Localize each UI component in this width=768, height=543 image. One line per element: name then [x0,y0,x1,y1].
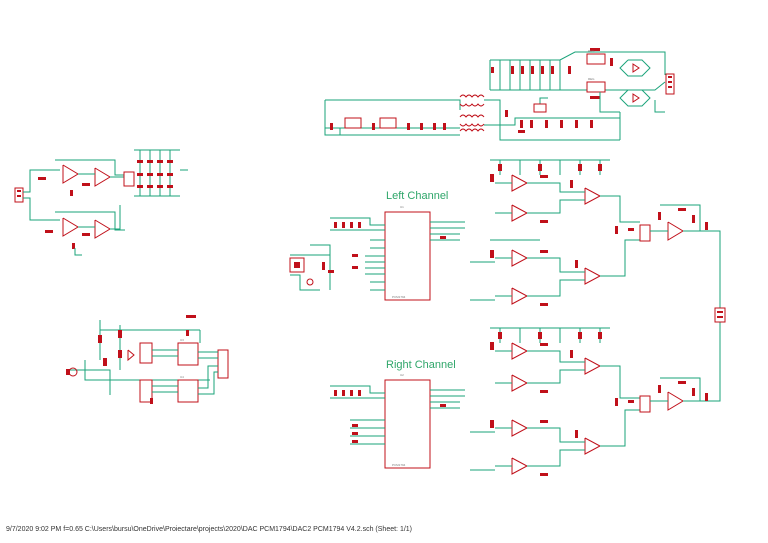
svg-text:U4: U4 [180,375,184,379]
svg-text:REG: REG [588,49,595,53]
left-analog-stage [470,159,721,310]
dac-left-block: U1 PCM1794 [289,205,465,301]
status-footer: 9/7/2020 9:02 PM f=0.65 C:\Users\bursu\O… [6,526,413,533]
svg-text:REG: REG [588,77,595,81]
svg-text:U2: U2 [400,373,404,377]
svg-text:PCM1794: PCM1794 [392,295,406,299]
right-analog-stage [470,307,726,476]
input-logic-block: U3 U4 [66,315,229,404]
svg-text:PCM1794: PCM1794 [392,463,406,467]
svg-text:U3: U3 [180,338,184,342]
dac-right-block: U2 PCM1794 [330,373,465,469]
right-channel-label: Right Channel [386,359,456,371]
power-supply-block: REG REG [324,48,675,141]
left-channel-label: Left Channel [386,190,448,202]
left-opamp-block [14,149,188,256]
svg-text:U1: U1 [400,205,404,209]
